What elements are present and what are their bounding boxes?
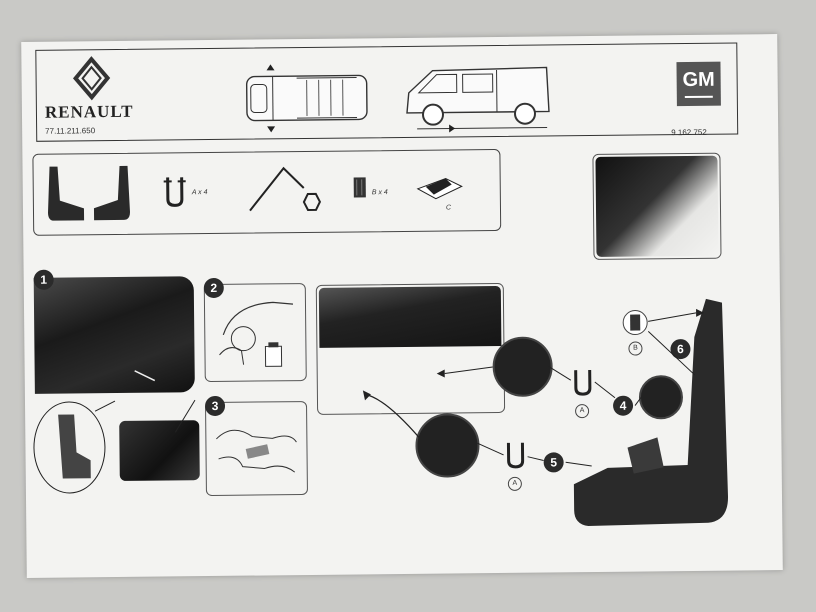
van-side-view: [406, 66, 550, 133]
clip-a-icon: [506, 442, 525, 469]
applying-tape-drawing: [216, 429, 297, 473]
mudflap-large-icon: [573, 298, 729, 527]
cleaning-hand-drawing: [219, 301, 294, 367]
step3-frame: [204, 401, 308, 497]
renault-diamond-logo: [72, 56, 111, 101]
connector-lines: [94, 308, 705, 467]
step2-frame: [203, 283, 307, 383]
mudflap-detail-icon: [58, 414, 91, 479]
van-top-view: [245, 64, 368, 133]
clip-a-icon: [163, 177, 186, 207]
parts-list-box: A x 4 B x 4 C: [32, 148, 502, 236]
wire-tool-icon: [249, 166, 322, 212]
clip-a-icon: [574, 370, 592, 396]
fastener-b-icon: [353, 177, 366, 198]
mudflap-pair-icon: [48, 165, 130, 221]
header-box: RENAULT 77.11.211.650: [35, 42, 739, 142]
step1-detail-circle: [32, 401, 106, 494]
fastener-b-icon: [622, 310, 648, 336]
instruction-sheet: RENAULT 77.11.211.650: [21, 34, 783, 578]
sheet-c-icon: [416, 177, 463, 200]
